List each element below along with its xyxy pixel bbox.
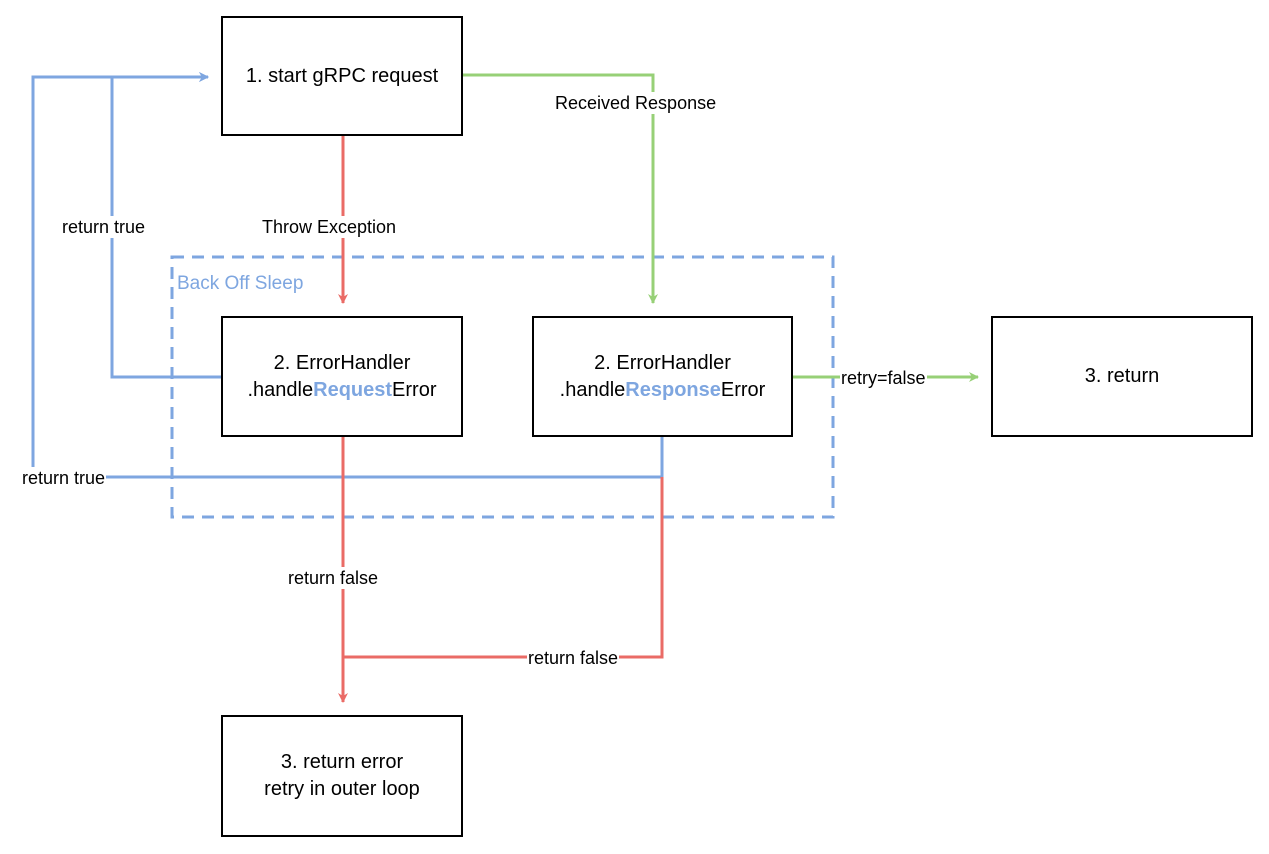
node-req-suffix: Error <box>392 378 437 401</box>
node-handle-request-error: 2. ErrorHandler .handleRequestError <box>221 316 463 437</box>
node-req-line2: .handleRequestError <box>248 377 437 404</box>
label-return-false-response: return false <box>527 647 620 669</box>
node-return: 3. return <box>991 316 1253 437</box>
node-req-prefix: .handle <box>247 378 314 401</box>
node-handle-response-error: 2. ErrorHandler .handleResponseError <box>532 316 793 437</box>
label-return-true-request: return true <box>61 216 147 238</box>
edge-received-response <box>462 73 658 304</box>
label-throw-exception: Throw Exception <box>261 216 398 238</box>
node-start-grpc-request: 1. start gRPC request <box>221 16 463 136</box>
node-resp-line1: 2. ErrorHandler <box>594 351 731 374</box>
node-req-line1: 2. ErrorHandler <box>273 351 411 374</box>
node-resp-highlight: Response <box>625 378 721 401</box>
node-return-text: 3. return <box>1084 365 1160 387</box>
label-retry-false: retry=false <box>840 367 927 389</box>
node-resp-line2: .handleResponseError <box>560 377 766 404</box>
node-req-highlight: Request <box>313 378 393 401</box>
back-off-sleep-group <box>170 255 835 519</box>
edge-return-false-response <box>343 477 664 659</box>
node-return-error-line1: 3. return error <box>280 751 404 773</box>
label-return-true-response: return true <box>21 467 107 489</box>
back-off-sleep-label: Back Off Sleep <box>177 273 304 294</box>
node-resp-prefix: .handle <box>559 378 626 401</box>
node-return-error-line2: retry in outer loop <box>264 778 420 800</box>
label-return-false-request: return false <box>287 567 380 589</box>
label-received-response: Received Response <box>554 92 718 114</box>
node-return-error: 3. return error retry in outer loop <box>221 715 463 837</box>
node-start-text: 1. start gRPC request <box>245 64 439 87</box>
node-resp-suffix: Error <box>720 378 766 401</box>
